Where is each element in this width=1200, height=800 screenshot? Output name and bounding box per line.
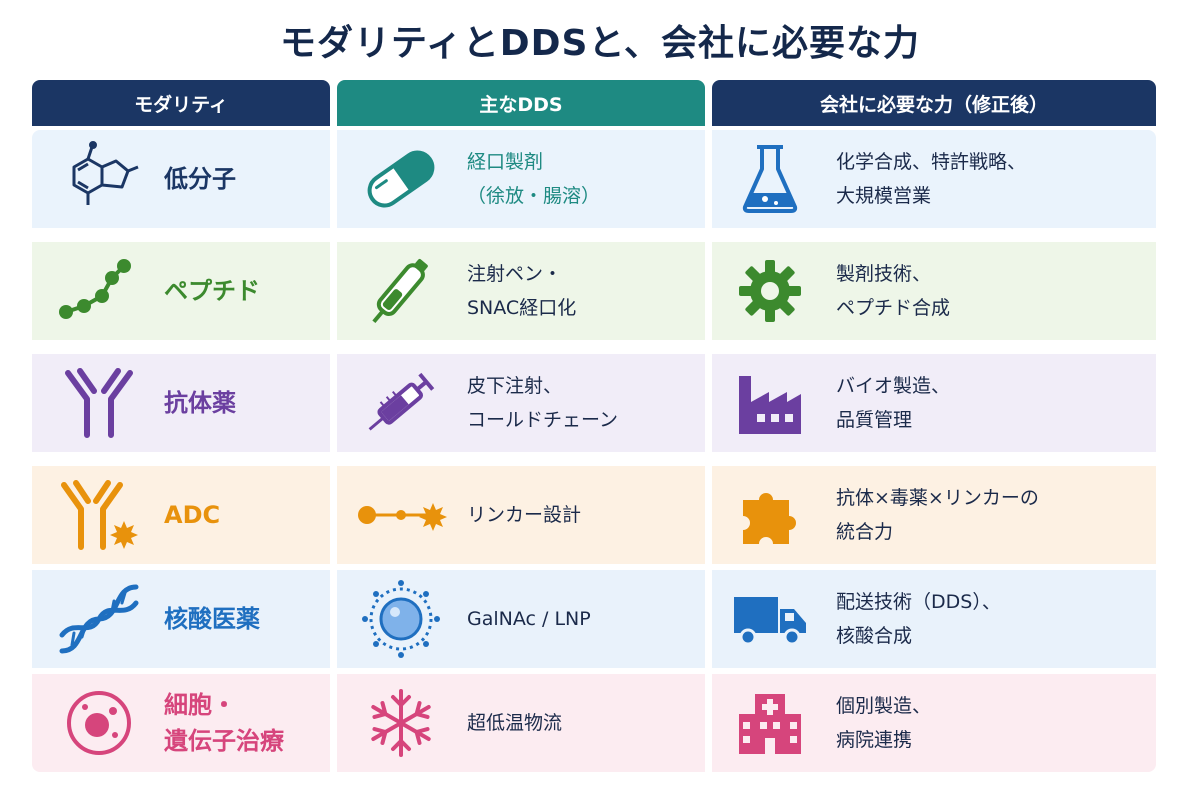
dds-cell: 皮下注射、 コールドチェーン <box>337 354 705 452</box>
molecule-icon <box>54 139 144 219</box>
dds-label: 超低温物流 <box>467 712 563 734</box>
capability-cell: 化学合成、特許戦略、 大規模営業 <box>712 130 1156 228</box>
flask-icon <box>730 139 810 219</box>
dds-label: GalNAc / LNP <box>467 608 591 630</box>
capability-label: 製剤技術、 ペプチド合成 <box>836 263 951 319</box>
capability-cell: 個別製造、 病院連携 <box>712 674 1156 772</box>
modality-cell: ADC <box>32 466 330 564</box>
modality-label: ADC <box>164 501 221 529</box>
table-row-nucleic-acid: 核酸医薬 GalNAc / LNP <box>32 570 1156 668</box>
modality-cell: 細胞・ 遺伝子治療 <box>32 674 330 772</box>
dna-icon <box>54 579 144 659</box>
capability-cell: バイオ製造、 品質管理 <box>712 354 1156 452</box>
table-row-small-molecule: 低分子 経口製剤 （徐放・腸溶） <box>32 130 1156 228</box>
modality-label: ペプチド <box>164 277 260 305</box>
header-dds: 主なDDS <box>337 80 705 126</box>
modality-label: 抗体薬 <box>164 389 236 417</box>
modality-cell: ペプチド <box>32 242 330 340</box>
syringe-icon <box>355 363 447 443</box>
truck-icon <box>730 589 810 649</box>
modality-label: 核酸医薬 <box>164 605 260 633</box>
peptide-chain-icon <box>54 256 144 326</box>
capability-cell: 製剤技術、 ペプチド合成 <box>712 242 1156 340</box>
modality-label: 低分子 <box>164 165 236 193</box>
factory-icon <box>730 368 810 438</box>
table-row-adc: ADC リンカー設計 抗体×毒薬×リンカーの 統合力 <box>32 466 1156 564</box>
capability-label: 抗体×毒薬×リンカーの 統合力 <box>836 487 1039 543</box>
dds-label: リンカー設計 <box>467 504 582 526</box>
capability-label: 個別製造、 病院連携 <box>836 695 932 751</box>
table-row-antibody: 抗体薬 皮下注射、 コールドチェーン <box>32 354 1156 452</box>
gear-icon <box>730 256 810 326</box>
injection-pen-icon <box>355 251 447 331</box>
linker-icon <box>355 495 447 535</box>
modality-cell: 核酸医薬 <box>32 570 330 668</box>
puzzle-icon <box>730 480 810 550</box>
modality-label: 細胞・ 遺伝子治療 <box>164 691 284 755</box>
antibody-payload-icon <box>54 475 144 555</box>
capability-label: 化学合成、特許戦略、 大規模営業 <box>836 151 1027 207</box>
cell-icon <box>54 683 144 763</box>
dds-label: 経口製剤 （徐放・腸溶） <box>467 151 601 207</box>
capability-label: 配送技術（DDS）、 核酸合成 <box>836 591 1001 647</box>
header-capability: 会社に必要な力（修正後） <box>712 80 1156 126</box>
hospital-icon <box>730 688 810 758</box>
capsule-icon <box>355 144 447 214</box>
dds-cell: リンカー設計 <box>337 466 705 564</box>
dds-cell: 超低温物流 <box>337 674 705 772</box>
lipid-nanoparticle-icon <box>355 579 447 659</box>
dds-cell: GalNAc / LNP <box>337 570 705 668</box>
modality-cell: 低分子 <box>32 130 330 228</box>
header-modality: モダリティ <box>32 80 330 126</box>
page-title: モダリティとDDSと、会社に必要な力 <box>279 23 921 64</box>
dds-label: 注射ペン・ SNAC経口化 <box>467 263 577 319</box>
dds-cell: 注射ペン・ SNAC経口化 <box>337 242 705 340</box>
dds-label: 皮下注射、 コールドチェーン <box>467 375 619 431</box>
snowflake-icon <box>355 685 447 761</box>
capability-label: バイオ製造、 品質管理 <box>836 375 951 431</box>
dds-cell: 経口製剤 （徐放・腸溶） <box>337 130 705 228</box>
table-row-peptide: ペプチド 注射ペン・ SNAC経口化 <box>32 242 1156 340</box>
capability-cell: 配送技術（DDS）、 核酸合成 <box>712 570 1156 668</box>
table-row-cell-gene-therapy: 細胞・ 遺伝子治療 <box>32 674 1156 772</box>
modality-cell: 抗体薬 <box>32 354 330 452</box>
antibody-icon <box>54 363 144 443</box>
capability-cell: 抗体×毒薬×リンカーの 統合力 <box>712 466 1156 564</box>
